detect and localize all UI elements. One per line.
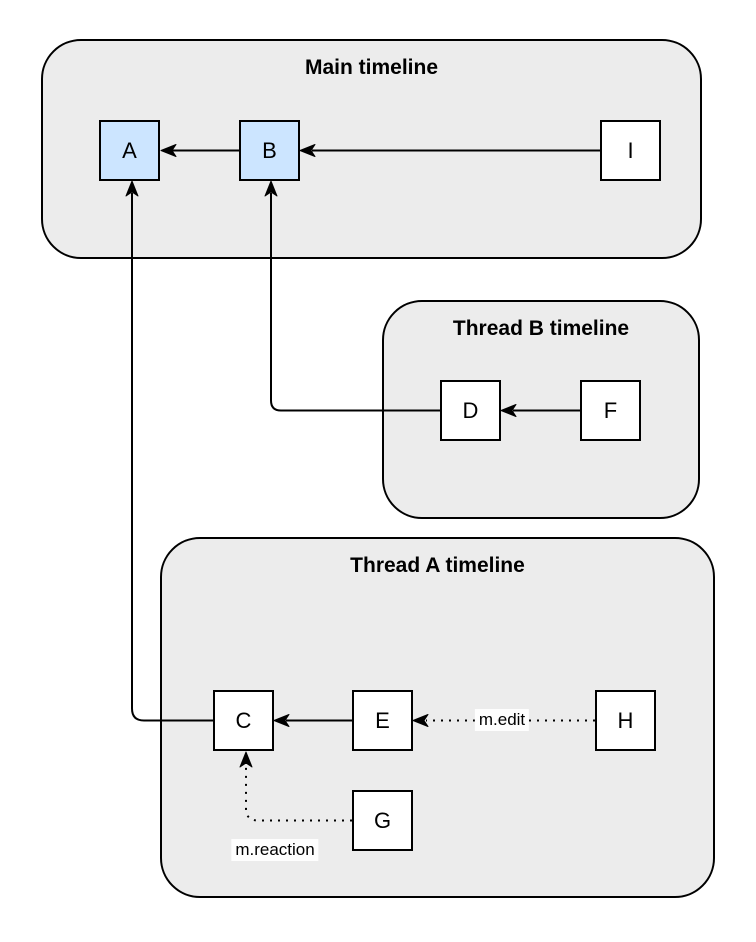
arrowhead-into-c-from-g (239, 751, 253, 768)
edge-f-to-d (500, 404, 580, 417)
node-E: E (352, 690, 413, 751)
arrowhead-into-a-from-c (125, 180, 139, 197)
edge-i-to-b (299, 144, 600, 157)
node-E-label: E (375, 707, 390, 733)
edge-b-to-a (160, 144, 239, 157)
edge-c-to-a (125, 180, 213, 722)
arrowhead-into-d-from-f (500, 404, 517, 417)
group-title-main-timeline: Main timeline (304, 56, 439, 79)
edge-d-to-b (264, 180, 440, 412)
node-A-label: A (122, 137, 137, 163)
node-B-label: B (262, 137, 277, 163)
node-G: G (352, 790, 413, 851)
arrowhead-into-b-from-i (299, 144, 316, 157)
group-title-thread-b-timeline: Thread B timeline (452, 317, 630, 340)
node-C: C (213, 690, 274, 751)
node-A: A (99, 120, 160, 181)
arrowhead-into-a-from-b (160, 144, 177, 157)
edge-label-m-reaction: m.reaction (231, 839, 319, 861)
node-D-label: D (462, 397, 479, 423)
edge-label-m-edit: m.edit (474, 709, 530, 731)
node-F: F (580, 380, 641, 441)
node-H-label: H (617, 707, 634, 733)
node-I-label: I (627, 137, 634, 163)
edge-e-to-c (273, 714, 352, 727)
node-D: D (440, 380, 501, 441)
group-title-thread-a-timeline: Thread A timeline (350, 554, 525, 577)
arrowhead-into-e-from-h (412, 714, 429, 727)
node-H: H (595, 690, 656, 751)
arrowhead-into-c-from-e (273, 714, 290, 727)
node-I: I (600, 120, 661, 181)
edge-g-to-c (239, 751, 352, 822)
arrowhead-into-b-from-d (264, 180, 278, 197)
node-C-label: C (235, 707, 252, 733)
node-B: B (239, 120, 300, 181)
node-F-label: F (603, 397, 618, 423)
node-G-label: G (373, 807, 392, 833)
edge-h-to-e (412, 714, 595, 727)
